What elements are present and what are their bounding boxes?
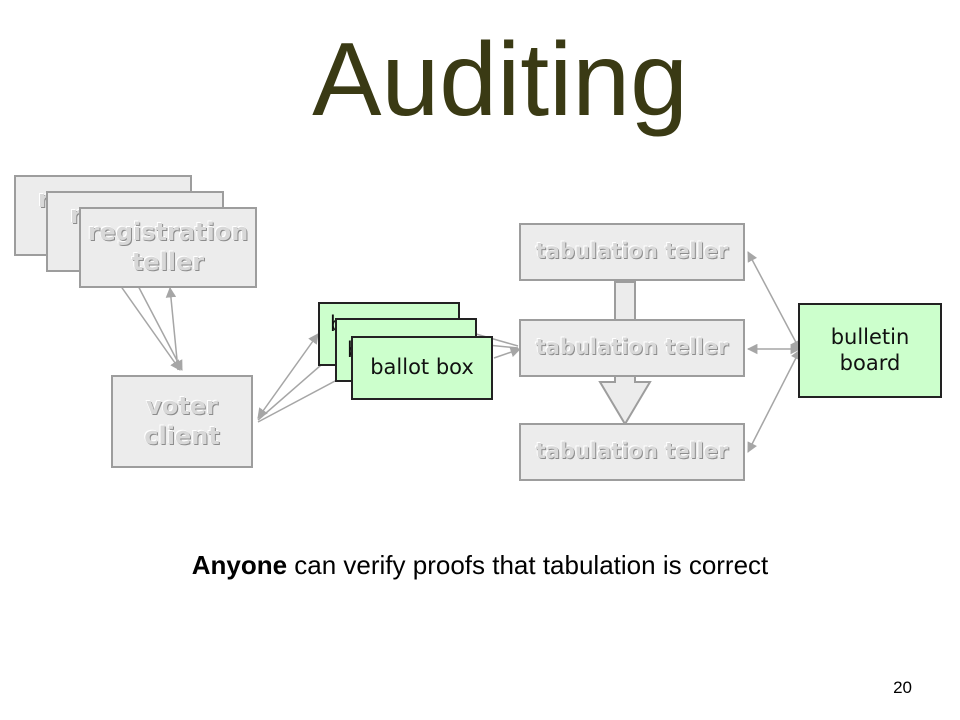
page-number: 20 [893, 678, 912, 697]
ballot-box-label: ballot box [370, 355, 474, 380]
tabulation-to-bulletin-arrow [747, 251, 801, 351]
tabulation-teller-top-label: tabulation teller [535, 239, 729, 264]
slide-title: Auditing [312, 22, 688, 138]
ballot-box: ballot box [351, 336, 493, 400]
voter-client-label: voter client [144, 392, 220, 450]
tabulation-teller-bottom: tabulation teller [519, 423, 745, 481]
registration-to-voter-arrow [134, 279, 183, 371]
tabulation-teller-middle-label: tabulation teller [535, 335, 729, 360]
caption-bold: Anyone [191, 550, 288, 580]
tabulation-to-bulletin-arrow [747, 349, 801, 453]
ballot-to-tabulation-arrow [493, 347, 521, 359]
caption: Anyone can verify proofs that tabulation… [0, 550, 960, 581]
registration-teller-middle-label: r [70, 201, 82, 229]
registration-teller-back-label: r [38, 185, 50, 213]
bulletin-board: bulletin board [798, 303, 942, 398]
voter-to-registration-arrow [165, 286, 179, 371]
tabulation-teller-middle: tabulation teller [519, 319, 745, 377]
bulletin-board-label: bulletin board [830, 324, 910, 375]
registration-to-voter-arrow [119, 284, 181, 371]
voter-client: voter client [111, 375, 253, 468]
tabulation-teller-bottom-label: tabulation teller [535, 439, 729, 464]
registration-teller: registration teller [79, 207, 257, 288]
voter-to-ballot-arrow [257, 333, 319, 419]
caption-rest: can verify proofs that tabulation is cor… [287, 550, 769, 580]
tabulation-teller-top: tabulation teller [519, 223, 745, 281]
registration-teller-label: registration teller [87, 218, 249, 276]
